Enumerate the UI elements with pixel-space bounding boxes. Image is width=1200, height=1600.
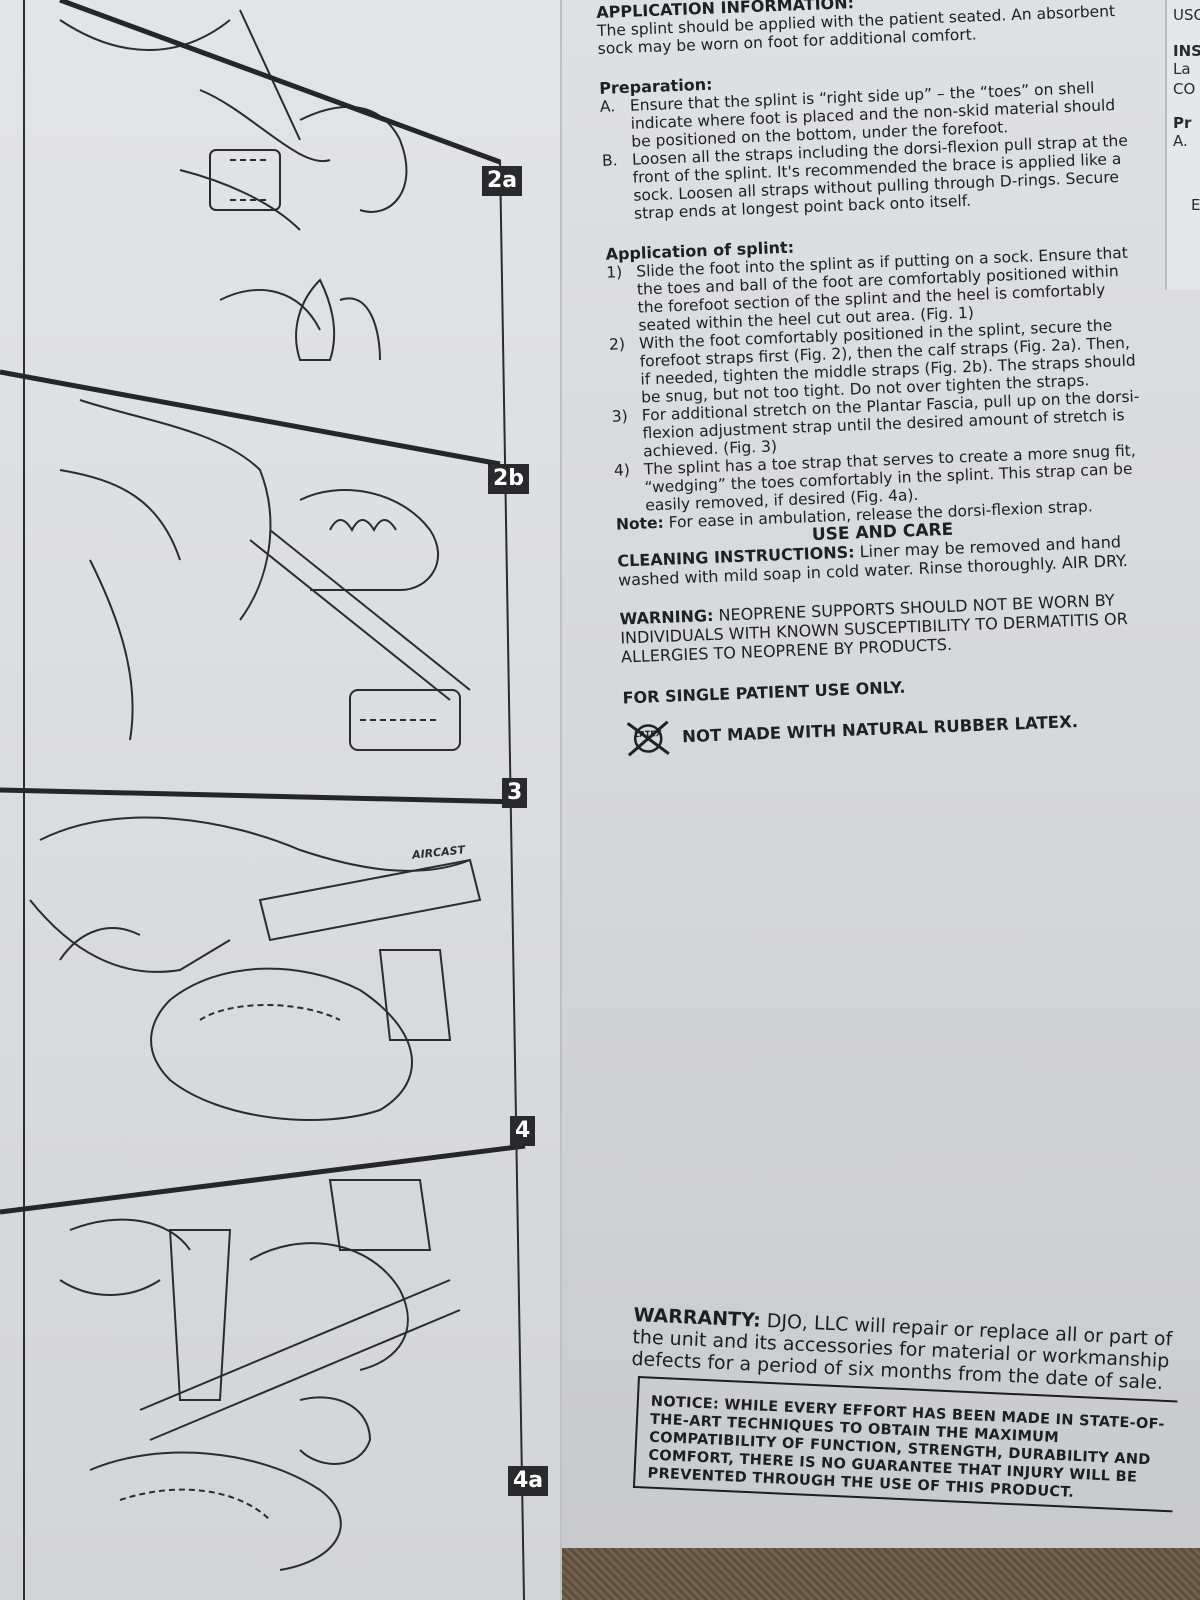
figure-label-3: 3 (502, 778, 528, 808)
item-key: B. (601, 151, 618, 170)
step-key: 2) (608, 335, 626, 354)
note-label: Note: (615, 513, 665, 534)
latex-text: NOT MADE WITH NATURAL RUBBER LATEX. (681, 712, 1079, 747)
next-page-text: CO (1173, 80, 1196, 98)
next-page-text: USO (1173, 6, 1200, 24)
step-key: 1) (605, 263, 623, 282)
latex-free-icon: LATEX (626, 720, 670, 757)
warning-text: NEOPRENE SUPPORTS SHOULD NOT BE WORN BY … (619, 590, 1129, 667)
notice-box: NOTICE: WHILE EVERY EFFORT HAS BEEN MADE… (632, 1376, 1178, 1513)
figure-label-4a: 4a (508, 1466, 549, 1496)
latex-statement: LATEX NOT MADE WITH NATURAL RUBBER LATEX… (624, 701, 1157, 757)
figure-label-2a: 2a (482, 166, 523, 196)
preparation-section: Preparation: A. Ensure that the splint i… (599, 60, 1136, 224)
latex-symbol-text: LATEX (634, 729, 663, 739)
step-key: 3) (611, 407, 629, 426)
step-key: 4) (613, 461, 631, 480)
figure-label-2b: 2b (488, 464, 530, 494)
figure-label-4: 4 (510, 1116, 536, 1146)
instructions-column: APPLICATION INFORMATION: The splint shou… (596, 0, 1157, 757)
single-patient-use: FOR SINGLE PATIENT USE ONLY. (622, 677, 906, 708)
neoprene-warning: WARNING: NEOPRENE SUPPORTS SHOULD NOT BE… (619, 589, 1153, 667)
next-page-text: E (1191, 196, 1200, 214)
next-page-fragment: USO INS La CO Pr A. E (1165, 0, 1200, 290)
application-section: Application of splint: 1) Slide the foot… (605, 225, 1148, 534)
illustration-panel: 2a 2b 3 4 4a AIRCAST (0, 0, 562, 1600)
next-page-text: A. (1173, 132, 1188, 150)
next-page-text: INS (1173, 42, 1200, 60)
next-page-text: Pr (1173, 114, 1192, 132)
item-key: A. (599, 97, 616, 116)
next-page-text: La (1173, 60, 1191, 78)
splint-illustrations (0, 0, 526, 1600)
